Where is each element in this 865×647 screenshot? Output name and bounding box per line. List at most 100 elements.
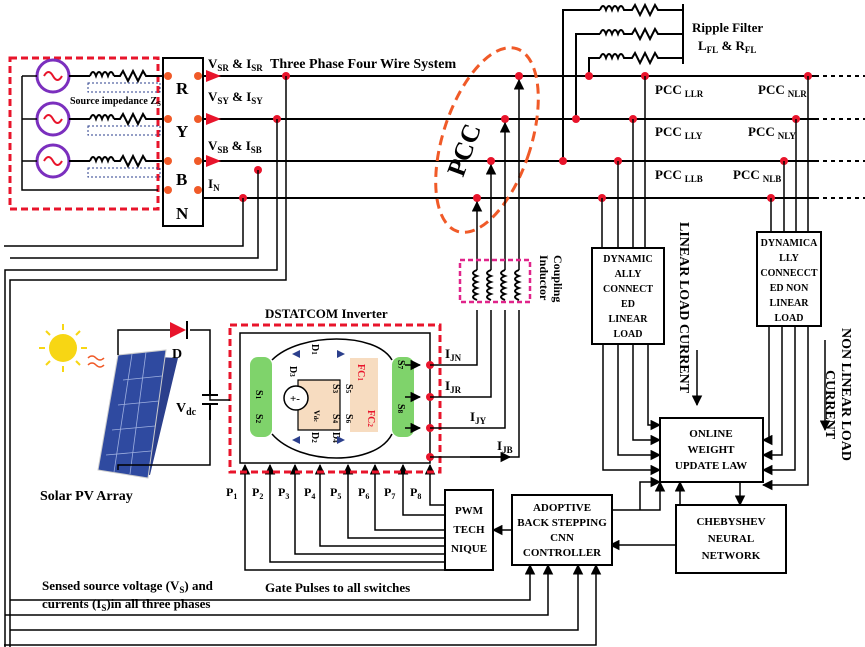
- pv-diode-label: D: [172, 347, 182, 362]
- svg-text:S3: S3: [330, 384, 341, 394]
- svg-text:CNN: CNN: [550, 532, 574, 544]
- ripple-dots: [559, 72, 593, 165]
- online-weight-box: [659, 417, 764, 483]
- nonlinear-load-current-label-1: NON LINEAR LOAD: [838, 328, 853, 461]
- phase-label-n: N: [176, 204, 189, 223]
- linear-load-box: [591, 247, 665, 345]
- vdc-label: Vdc: [176, 401, 197, 418]
- ac-source-r: [35, 58, 71, 94]
- switch-leg-right: [392, 357, 414, 437]
- chebyshev-box: [675, 504, 787, 574]
- linear-load-text: DYNAMIC ALLY CONNECT ED LINEAR LOAD: [603, 254, 653, 340]
- svg-text:D1: D1: [309, 344, 320, 355]
- coupling-label-1: Coupling: [551, 255, 565, 302]
- terminal-dots: [164, 72, 202, 194]
- label-vsy-isy: VSY & ISY: [208, 89, 263, 106]
- svg-text:P1: P1: [226, 485, 237, 501]
- ripple-filter-params: LFL & RFL: [698, 38, 756, 55]
- controller-box: [511, 494, 613, 566]
- ac-source-y: [35, 101, 71, 137]
- svg-text:ED NON: ED NON: [770, 283, 809, 294]
- svg-text:TECH: TECH: [453, 524, 485, 536]
- bus-arrows: [206, 70, 221, 167]
- source-impedance-y: [69, 111, 168, 136]
- nonlinear-load-text: DYNAMICA LLY CONNECCT ED NON LINEAR LOAD: [760, 238, 818, 324]
- inverter-dashed-frame: [228, 323, 442, 474]
- label-in: IN: [208, 176, 220, 193]
- source-dashed-frame: [8, 56, 160, 211]
- bus-dashed-ends: [815, 75, 865, 199]
- inverter-output-lines: [430, 310, 520, 458]
- pv-panel: [97, 349, 178, 479]
- svg-text:D4: D4: [330, 432, 341, 443]
- svg-text:S4: S4: [330, 414, 341, 424]
- svg-text:LLY: LLY: [779, 253, 799, 264]
- ripple-filter-label: Ripple Filter: [692, 20, 763, 35]
- coupling-inductors: [472, 269, 522, 301]
- ac-source-b: [35, 143, 71, 179]
- svg-text:Vdc: Vdc: [312, 410, 321, 422]
- svg-text:ED: ED: [621, 299, 635, 310]
- sensed-feedback-lines: [4, 563, 602, 646]
- pwm-box: [444, 489, 494, 571]
- svg-text:NIQUE: NIQUE: [451, 543, 487, 555]
- source-impedance-label: Source impedance ZS: [70, 96, 161, 108]
- label-ijb: IJB: [497, 438, 513, 455]
- phase-label-y: Y: [176, 122, 188, 141]
- svg-text:DYNAMIC: DYNAMIC: [603, 254, 652, 265]
- nonlinear-load-current-label-2: CURRENT: [822, 370, 837, 440]
- pcc-ellipse: [434, 46, 540, 234]
- coupling-inductor-frame: [458, 258, 532, 304]
- svg-text:LINEAR: LINEAR: [770, 298, 810, 309]
- svg-text:S2: S2: [253, 414, 264, 424]
- pwm-text: PWM TECH NIQUE: [451, 505, 487, 555]
- svg-text:LINEAR: LINEAR: [609, 314, 649, 325]
- svg-text:DYNAMICA: DYNAMICA: [761, 238, 818, 249]
- svg-text:LOAD: LOAD: [775, 313, 804, 324]
- label-ijn: IJN: [445, 346, 462, 363]
- svg-text:CONNECCT: CONNECCT: [760, 268, 818, 279]
- phase-terminal-box: [162, 57, 204, 227]
- svg-text:FC2: FC2: [365, 410, 376, 427]
- phase-label-b: B: [176, 170, 187, 189]
- svg-text:NEURAL: NEURAL: [708, 533, 754, 545]
- svg-text:UPDATE LAW: UPDATE LAW: [675, 460, 747, 472]
- system-title: Three Phase Four Wire System: [270, 57, 456, 72]
- svg-text:LOAD: LOAD: [614, 329, 643, 340]
- svg-text:D2: D2: [309, 432, 320, 443]
- svg-text:P5: P5: [330, 485, 341, 501]
- switch-leg-left: [250, 357, 272, 437]
- svg-text:NETWORK: NETWORK: [702, 550, 761, 562]
- svg-text:S7: S7: [395, 360, 406, 370]
- linear-load-current-label: LINEAR LOAD CURRENT: [676, 222, 691, 394]
- svg-text:CHEBYSHEV: CHEBYSHEV: [696, 516, 765, 528]
- dc-link-capacitor: [202, 380, 218, 420]
- inverter-title: DSTATCOM Inverter: [265, 306, 388, 321]
- diode-markers: [292, 350, 345, 444]
- source-impedance-r: [69, 68, 168, 93]
- cap-sign: +-: [290, 393, 300, 405]
- sensed-note-1: Sensed source voltage (VS) and: [42, 578, 214, 595]
- sensed-note-2: currents (IS)in all three phases: [42, 596, 211, 613]
- coupling-label-2: Inductor: [537, 255, 551, 301]
- svg-text:WEIGHT: WEIGHT: [687, 444, 735, 456]
- gate-pulses-note: Gate Pulses to all switches: [265, 580, 410, 595]
- gate-pulse-lines: [239, 463, 445, 571]
- svg-text:S8: S8: [395, 404, 406, 414]
- dc-capacitor: [283, 385, 309, 411]
- svg-text:P4: P4: [304, 485, 315, 501]
- pulse-labels: P1 P2 P3 P4 P5 P6 P7 P8: [226, 485, 421, 501]
- pcc-label: PCC: [441, 120, 487, 180]
- pv-diode: [170, 321, 188, 339]
- svg-text:P2: P2: [252, 485, 263, 501]
- pv-label: Solar PV Array: [40, 489, 133, 504]
- svg-text:PWM: PWM: [455, 505, 484, 517]
- bus-lines: [202, 75, 815, 199]
- phase-label-r: R: [176, 79, 189, 98]
